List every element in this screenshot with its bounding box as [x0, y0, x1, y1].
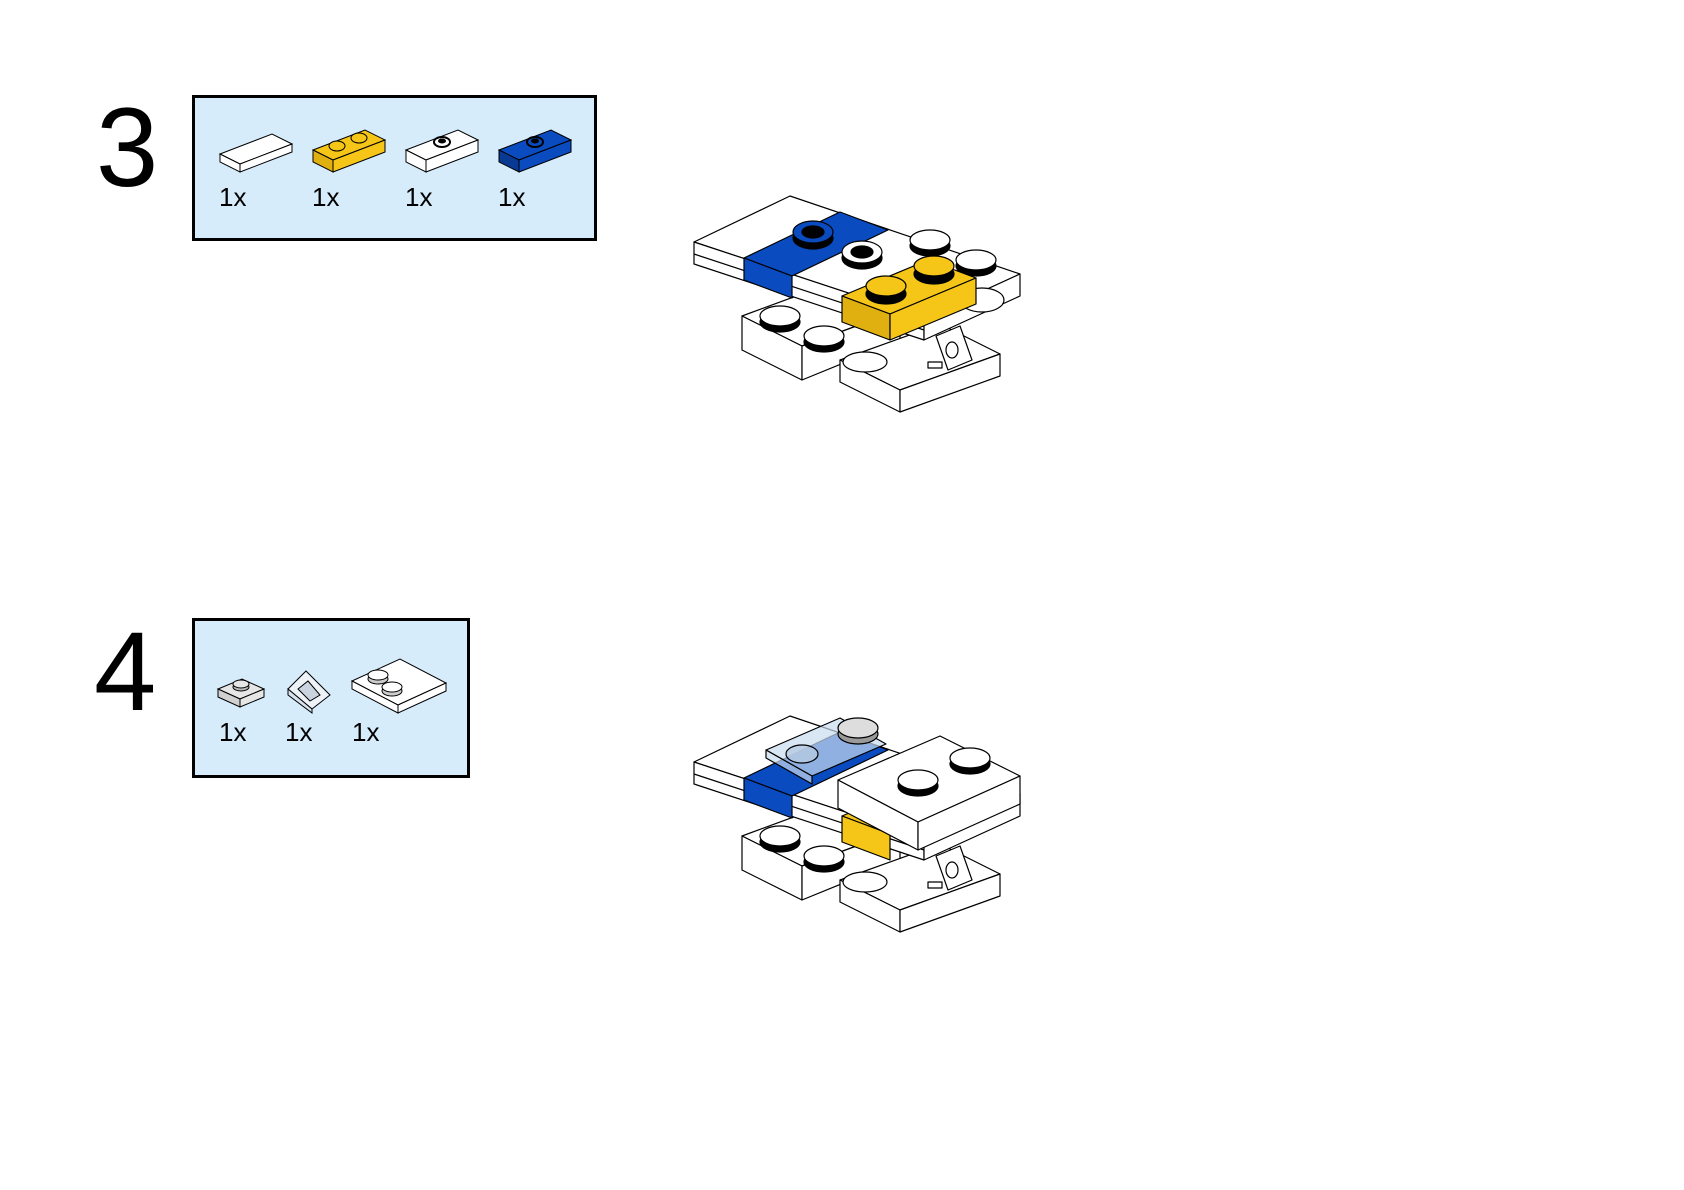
trans-clear-slope-icon	[287, 670, 331, 714]
gray-plate-1x1-icon	[216, 678, 266, 708]
step-4-model-illustration	[693, 715, 1021, 933]
white-jumper-plate-1x2-icon	[404, 129, 480, 173]
part-qty: 1x	[285, 717, 313, 747]
part-qty: 1x	[352, 717, 380, 747]
step-number-3: 3	[96, 85, 159, 210]
part-qty: 1x	[219, 717, 247, 747]
white-plate-2x2-icon	[350, 658, 448, 714]
part-qty: 1x	[405, 182, 433, 212]
step-number-4: 4	[94, 609, 157, 734]
step-3-model-illustration	[693, 195, 1021, 413]
white-tile-1x2-icon	[218, 133, 294, 173]
parts-list-step-4: 1x 1x 1x	[192, 618, 470, 778]
yellow-plate-1x2-icon	[311, 129, 387, 173]
part-qty: 1x	[312, 182, 340, 212]
part-qty: 1x	[498, 182, 526, 212]
parts-list-step-3: 1x 1x 1x 1x	[192, 95, 597, 241]
blue-jumper-plate-1x2-icon	[497, 129, 573, 173]
part-qty: 1x	[219, 182, 247, 212]
